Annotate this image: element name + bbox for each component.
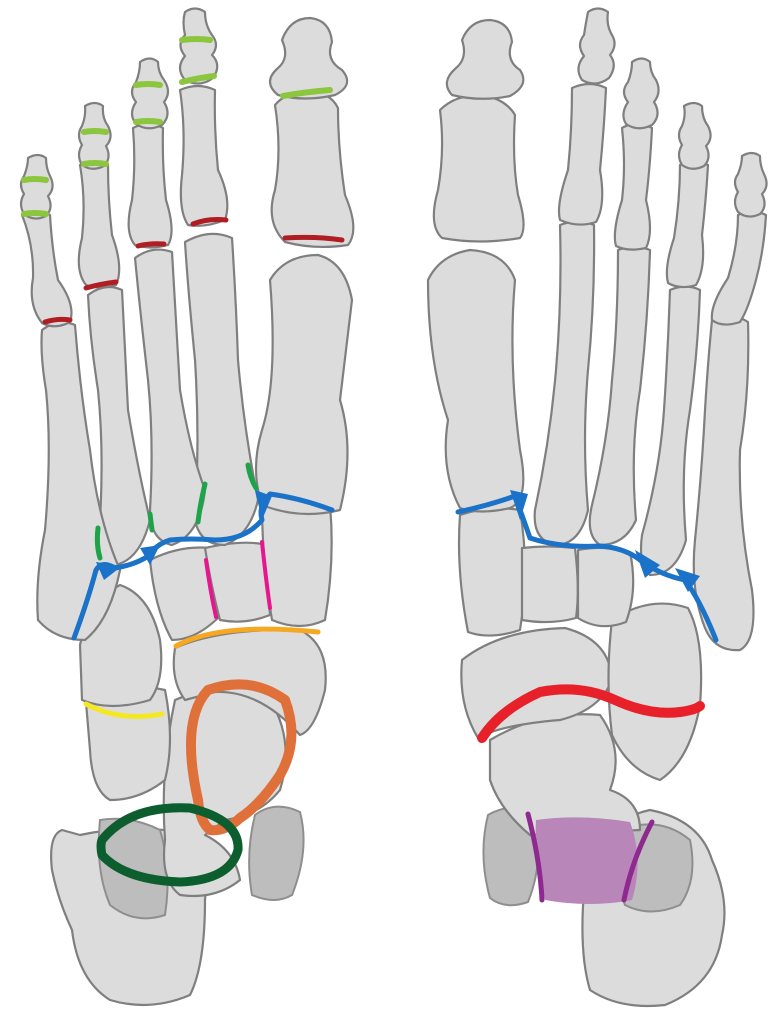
left-foot-dorsal bbox=[21, 9, 353, 1005]
proximal-phalanx-5-right bbox=[712, 212, 766, 325]
distal-phalanx-1-right bbox=[447, 20, 523, 99]
proximal-phalanx-3-left bbox=[129, 124, 172, 248]
metatarsal-2-right bbox=[535, 222, 594, 546]
talocrural-region-right bbox=[536, 817, 638, 904]
right-foot-plantar bbox=[428, 9, 767, 1007]
fibula-malleolus-left bbox=[249, 807, 303, 900]
distal-phalanx-1-left bbox=[270, 18, 347, 99]
proximal-phalanx-4-right bbox=[667, 162, 708, 288]
medial-cuneiform-right bbox=[459, 508, 525, 635]
distal-phalanx-2-right bbox=[578, 9, 614, 84]
distal-phalanx-4-left bbox=[79, 103, 111, 169]
proximal-phalanx-3-right bbox=[615, 124, 652, 250]
proximal-phalanx-2-right bbox=[559, 84, 606, 225]
proximal-phalanx-2-left bbox=[180, 86, 227, 226]
cuboid-right bbox=[609, 604, 702, 780]
metatarsal-4-right bbox=[641, 287, 700, 576]
metatarsal-5-right bbox=[694, 315, 754, 650]
distal-phalanx-5-right bbox=[735, 153, 767, 217]
proximal-phalanx-1-left bbox=[272, 92, 354, 247]
distal-phalanx-3-left bbox=[132, 59, 168, 129]
metatarsal-1-left bbox=[256, 255, 352, 514]
proximal-phalanx-5-left bbox=[22, 212, 72, 327]
proximal-phalanx-4-left bbox=[79, 162, 119, 288]
proximal-phalanx-1-right bbox=[434, 95, 524, 242]
distal-phalanx-2-left bbox=[180, 9, 217, 84]
medial-cuneiform-left bbox=[262, 500, 332, 626]
metatarsal-3-right bbox=[590, 247, 650, 545]
lateral-cuneiform-right bbox=[578, 548, 633, 626]
intermediate-cuneiform-right bbox=[522, 547, 578, 623]
distal-phalanx-4-right bbox=[679, 103, 711, 169]
distal-phalanx-5-left bbox=[21, 155, 53, 219]
metatarsal-1-right bbox=[428, 250, 523, 512]
distal-phalanx-3-right bbox=[623, 59, 658, 129]
